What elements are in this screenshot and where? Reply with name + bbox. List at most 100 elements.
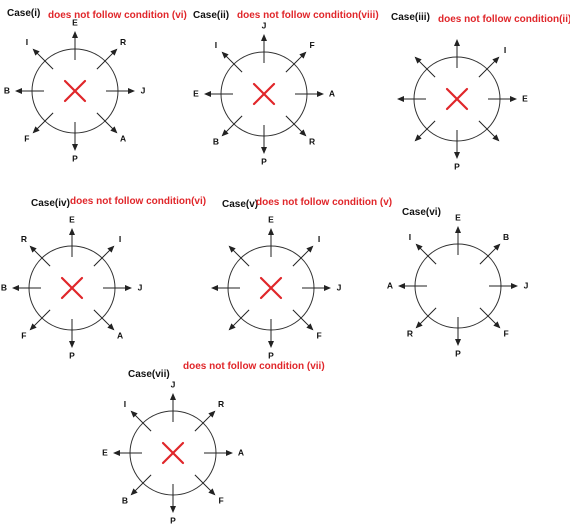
case-6-title: Case(vi) bbox=[402, 207, 441, 218]
seat-label-right: J bbox=[138, 282, 143, 292]
seat-label-ne: I bbox=[504, 45, 506, 55]
seat-label-se: A bbox=[120, 133, 126, 143]
case-6-diagram: E B J F P R A I bbox=[387, 212, 529, 358]
seat-label-sw: F bbox=[24, 133, 29, 143]
seat-label-se: F bbox=[316, 330, 321, 340]
case-4-diagram: E I J A P F B R bbox=[1, 214, 143, 360]
seat-label-sw: F bbox=[21, 330, 26, 340]
case-1-note: does not follow condition (vi) bbox=[48, 10, 187, 21]
cross-mark-stroke bbox=[445, 87, 469, 111]
seat-arrow-nw bbox=[221, 51, 243, 73]
seat-label-top: E bbox=[455, 212, 461, 222]
case-5-title: Case(v) bbox=[222, 199, 258, 210]
seat-arrow-sw bbox=[29, 309, 51, 331]
seat-arrow-ne bbox=[93, 245, 115, 267]
seat-label-bottom: P bbox=[72, 153, 78, 163]
seat-label-left: E bbox=[102, 447, 108, 457]
seat-arrow-nw bbox=[130, 410, 152, 432]
seat-arrow-ne bbox=[292, 245, 314, 267]
seat-label-right: J bbox=[524, 280, 529, 290]
seat-arrow-sw bbox=[414, 120, 436, 142]
seat-label-nw: I bbox=[409, 232, 411, 242]
seat-arrow-sw bbox=[221, 115, 243, 137]
seat-arrow-ne bbox=[194, 410, 216, 432]
seat-label-ne: I bbox=[318, 234, 320, 244]
seat-arrow-se bbox=[478, 120, 500, 142]
seat-arrow-nw bbox=[29, 245, 51, 267]
case-2-title: Case(ii) bbox=[193, 10, 229, 21]
seat-arrow-ne bbox=[96, 48, 118, 70]
seat-label-left: E bbox=[193, 88, 199, 98]
case-3-diagram: I E P bbox=[397, 39, 528, 171]
seat-arrow-se bbox=[93, 309, 115, 331]
seat-label-top: E bbox=[268, 214, 274, 224]
seat-arrow-ne bbox=[478, 56, 500, 78]
seat-arrow-se bbox=[479, 307, 501, 329]
seat-label-se: F bbox=[503, 328, 508, 338]
seat-arrow-sw bbox=[32, 112, 54, 134]
seat-label-top: E bbox=[72, 17, 78, 27]
seat-label-nw: I bbox=[124, 399, 126, 409]
seat-label-ne: I bbox=[119, 234, 121, 244]
seat-label-ne: R bbox=[120, 37, 126, 47]
seat-arrow-nw bbox=[415, 243, 437, 265]
seat-arrow-sw bbox=[415, 307, 437, 329]
case-4-note: does not follow condition(vi) bbox=[70, 196, 206, 207]
cross-mark-stroke bbox=[63, 79, 87, 103]
case-1-title: Case(i) bbox=[7, 8, 40, 19]
seat-label-ne: B bbox=[503, 232, 509, 242]
cross-mark-stroke bbox=[161, 441, 185, 465]
seat-label-se: F bbox=[218, 495, 223, 505]
case-2-note: does not follow condition(viii) bbox=[237, 10, 379, 21]
seat-label-bottom: P bbox=[454, 161, 460, 171]
case-2-diagram: J F A R P B E I bbox=[193, 20, 335, 166]
seat-arrow-se bbox=[292, 309, 314, 331]
seat-label-left: B bbox=[1, 282, 7, 292]
seat-label-bottom: P bbox=[69, 350, 75, 360]
seat-arrow-sw bbox=[130, 474, 152, 496]
cross-mark-stroke bbox=[252, 82, 276, 106]
seat-label-se: A bbox=[117, 330, 123, 340]
case-5-diagram: E I J F P bbox=[211, 214, 342, 360]
seat-label-sw: R bbox=[407, 328, 413, 338]
case-3-title: Case(iii) bbox=[391, 12, 430, 23]
seat-arrow-ne bbox=[479, 243, 501, 265]
seat-label-bottom: P bbox=[455, 348, 461, 358]
seat-label-right: A bbox=[238, 447, 244, 457]
seat-label-nw: R bbox=[21, 234, 27, 244]
seat-arrow-nw bbox=[414, 56, 436, 78]
case-1-diagram: E R J A P F B I bbox=[4, 17, 146, 163]
seat-label-bottom: P bbox=[268, 350, 274, 360]
case-3-note: does not follow condition(ii) bbox=[438, 14, 570, 25]
seat-label-top: J bbox=[171, 379, 176, 389]
seat-label-se: R bbox=[309, 136, 315, 146]
seat-label-nw: I bbox=[26, 37, 28, 47]
cross-mark-stroke bbox=[60, 276, 84, 300]
seat-arrow-ne bbox=[285, 51, 307, 73]
seat-arrow-sw bbox=[228, 309, 250, 331]
seat-label-sw: B bbox=[213, 136, 219, 146]
seat-label-right: E bbox=[522, 93, 528, 103]
seat-label-nw: I bbox=[215, 40, 217, 50]
seat-label-ne: F bbox=[309, 40, 314, 50]
seat-label-right: J bbox=[337, 282, 342, 292]
seat-label-top: J bbox=[262, 20, 267, 30]
case-7-note: does not follow condition (vii) bbox=[183, 361, 325, 372]
case-5-note: does not follow condition (v) bbox=[256, 197, 392, 208]
seat-arrow-nw bbox=[228, 245, 250, 267]
seat-label-right: A bbox=[329, 88, 335, 98]
seat-arrow-se bbox=[96, 112, 118, 134]
seat-label-left: B bbox=[4, 85, 10, 95]
seat-arrow-se bbox=[285, 115, 307, 137]
seat-label-bottom: P bbox=[261, 156, 267, 166]
seat-arrow-nw bbox=[32, 48, 54, 70]
cross-mark-stroke bbox=[259, 276, 283, 300]
case-7-title: Case(vii) bbox=[128, 369, 170, 380]
seat-label-ne: R bbox=[218, 399, 224, 409]
seat-label-bottom: P bbox=[170, 515, 176, 525]
seat-label-top: E bbox=[69, 214, 75, 224]
seat-label-right: J bbox=[141, 85, 146, 95]
seat-label-left: A bbox=[387, 280, 393, 290]
